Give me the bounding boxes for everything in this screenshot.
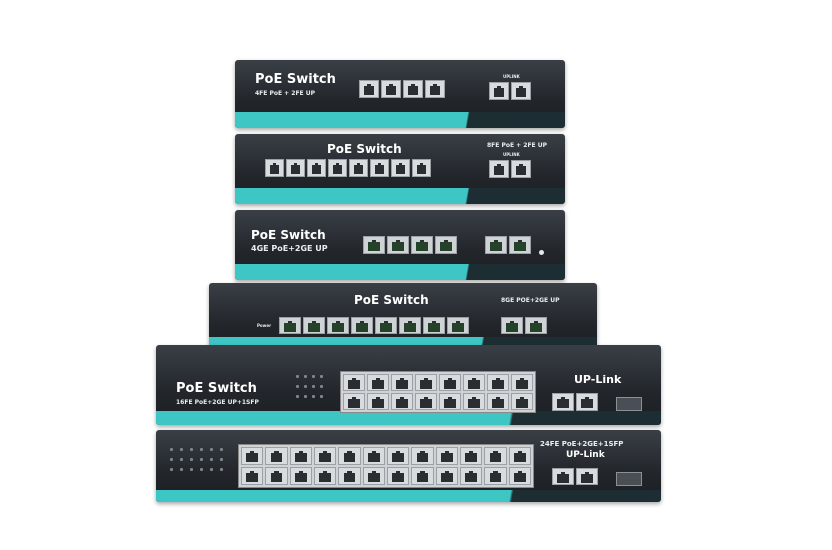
ethernet-port [328, 159, 347, 177]
ethernet-port [403, 80, 423, 98]
poe-port-group [363, 236, 457, 254]
switch-subtitle: 8GE POE+2GE UP [501, 297, 560, 304]
ethernet-port [349, 159, 368, 177]
port-block [340, 371, 536, 413]
status-led-panel [170, 446, 230, 486]
uplink-title: UP-Link [566, 450, 605, 460]
ethernet-port [307, 159, 326, 177]
switch-title: PoE Switch [327, 142, 402, 156]
switch-subtitle: 4GE PoE+2GE UP [251, 244, 328, 253]
ethernet-port [327, 317, 349, 334]
ethernet-port [370, 159, 389, 177]
ethernet-port [501, 317, 523, 334]
ethernet-port [489, 160, 509, 178]
power-label: Power [257, 323, 272, 328]
ethernet-port [435, 236, 457, 254]
status-led-panel [296, 371, 336, 411]
uplink-port-group [552, 468, 598, 485]
uplink-port-group [489, 160, 531, 178]
switch-title: PoE Switch [176, 381, 257, 396]
ethernet-port [303, 317, 325, 334]
poe-port-group [279, 317, 469, 334]
power-led-icon [539, 250, 544, 255]
ethernet-port [391, 159, 410, 177]
ethernet-port [375, 317, 397, 334]
ethernet-port [576, 393, 598, 411]
ethernet-port [509, 236, 531, 254]
switch-subtitle: 4FE PoE + 2FE UP [255, 90, 316, 97]
ethernet-port [447, 317, 469, 334]
switch-8fe: PoE Switch 8FE PoE + 2FE UP UPLINK [235, 134, 565, 204]
poe-port-group [265, 159, 431, 177]
switch-16fe: PoE Switch 16FE PoE+2GE UP+1SFP UP-Link [156, 345, 661, 425]
switch-8ge: PoE Switch 8GE POE+2GE UP Power [209, 283, 597, 353]
ethernet-port [552, 468, 574, 485]
switch-4fe: PoE Switch 4FE PoE + 2FE UP UPLINK [235, 60, 565, 128]
uplink-port-group [552, 393, 598, 411]
ethernet-port [425, 80, 445, 98]
uplink-port-group [501, 317, 547, 334]
sfp-slot [616, 472, 642, 486]
ethernet-port [359, 80, 379, 98]
switch-title: PoE Switch [255, 72, 336, 87]
ethernet-port [511, 82, 531, 100]
ethernet-port [489, 82, 509, 100]
ethernet-port [399, 317, 421, 334]
uplink-title: UP-Link [574, 373, 622, 386]
switch-subtitle: 24FE PoE+2GE+1SFP [540, 440, 624, 448]
ethernet-port [363, 236, 385, 254]
ethernet-port [511, 160, 531, 178]
poe-port-group [359, 80, 445, 98]
switch-24fe: 24FE PoE+2GE+1SFP UP-Link [156, 430, 661, 502]
uplink-label: UPLINK [503, 152, 520, 157]
ethernet-port [485, 236, 507, 254]
ethernet-port [411, 236, 433, 254]
sfp-slot [616, 397, 642, 411]
switch-title: PoE Switch [251, 228, 326, 242]
uplink-port-group [489, 82, 531, 100]
ethernet-port [387, 236, 409, 254]
switch-subtitle: 16FE PoE+2GE UP+1SFP [176, 399, 259, 406]
ethernet-port [525, 317, 547, 334]
ethernet-port [351, 317, 373, 334]
ethernet-port [265, 159, 284, 177]
ethernet-port [286, 159, 305, 177]
ethernet-port [412, 159, 431, 177]
switch-subtitle: 8FE PoE + 2FE UP [487, 142, 548, 149]
ethernet-port [381, 80, 401, 98]
ethernet-port [552, 393, 574, 411]
ethernet-port [576, 468, 598, 485]
switch-title: PoE Switch [354, 293, 429, 307]
ethernet-port [279, 317, 301, 334]
ethernet-port [423, 317, 445, 334]
port-block [238, 444, 534, 488]
uplink-label: UPLINK [503, 74, 520, 79]
uplink-port-group [485, 236, 531, 254]
switch-4ge: PoE Switch 4GE PoE+2GE UP [235, 210, 565, 280]
